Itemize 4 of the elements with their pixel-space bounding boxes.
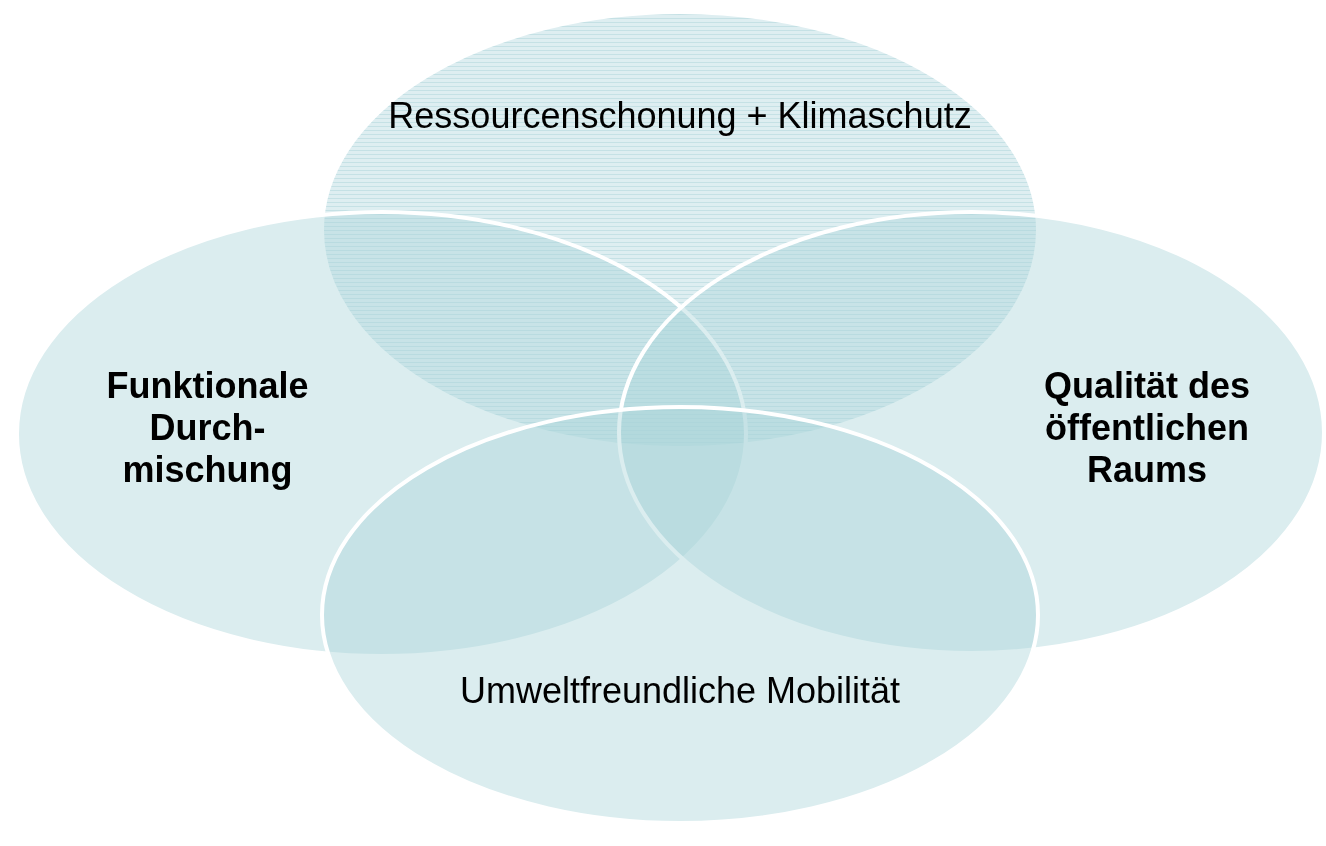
ellipse-label: Ressourcenschonung + Klimaschutz [387,95,973,137]
ellipse-label: Qualität des öffentlichen Raums [1042,365,1252,491]
ellipse-label: Funktionale Durch- mischung [105,365,310,491]
ellipse-label: Umweltfreundliche Mobilität [458,670,902,712]
